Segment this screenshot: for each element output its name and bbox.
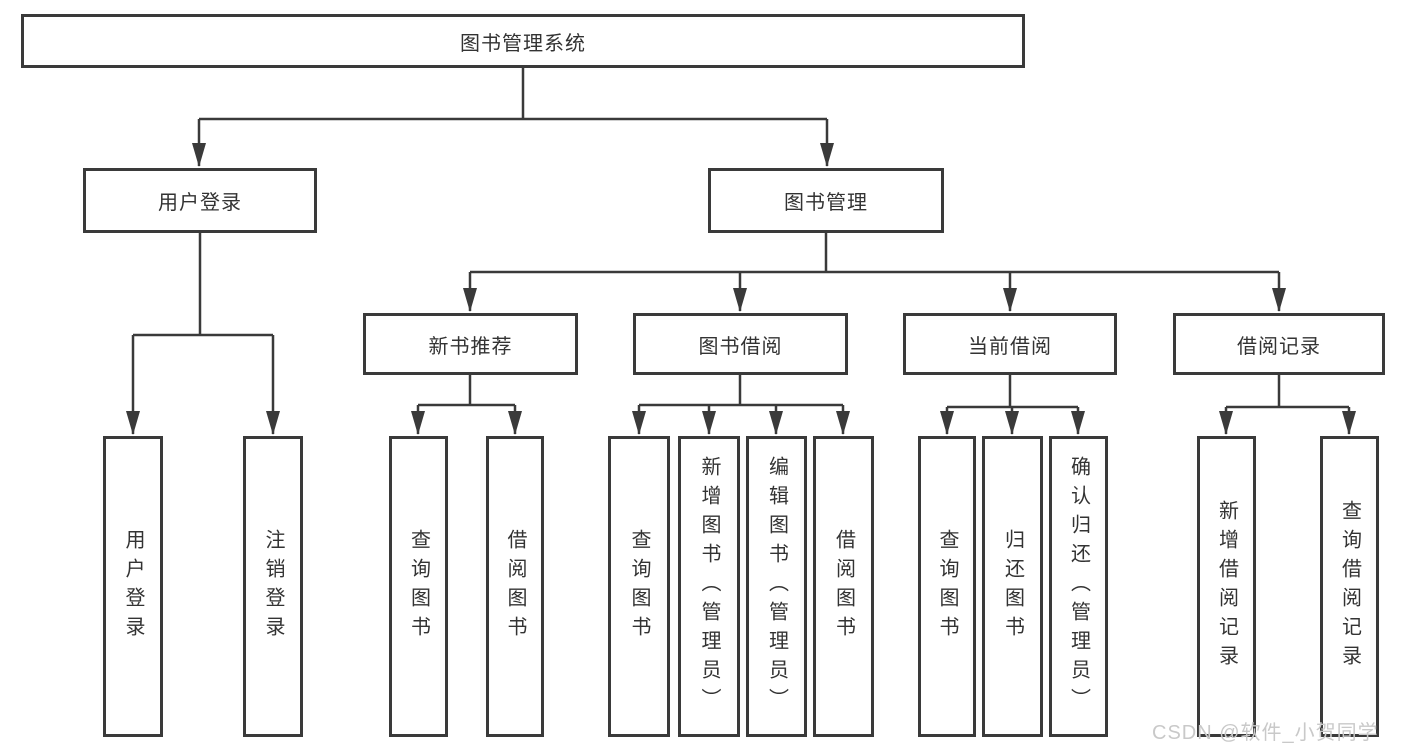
node-user-login: 用户登录 (83, 168, 317, 233)
leaf-logout: 注销登录 (243, 436, 303, 737)
leaf-confirm-return-admin: 确认归还（管理员） (1049, 436, 1108, 737)
leaf-edit-book-admin: 编辑图书（管理员） (746, 436, 807, 737)
leaf-query-book-current: 查询图书 (918, 436, 976, 737)
node-borrow-records: 借阅记录 (1173, 313, 1385, 375)
leaf-add-borrow-record: 新增借阅记录 (1197, 436, 1256, 737)
node-book-borrow: 图书借阅 (633, 313, 848, 375)
leaf-user-login: 用户登录 (103, 436, 163, 737)
node-book-management: 图书管理 (708, 168, 944, 233)
node-root: 图书管理系统 (21, 14, 1025, 68)
leaf-query-borrow-record: 查询借阅记录 (1320, 436, 1379, 737)
leaf-query-book-recommend: 查询图书 (389, 436, 448, 737)
leaf-return-book: 归还图书 (982, 436, 1043, 737)
leaf-query-book-borrow: 查询图书 (608, 436, 670, 737)
csdn-watermark: CSDN @软件_小贺同学 (1152, 722, 1379, 744)
leaf-add-book-admin: 新增图书（管理员） (678, 436, 740, 737)
leaf-borrow-book: 借阅图书 (813, 436, 874, 737)
node-new-book-recommend: 新书推荐 (363, 313, 578, 375)
leaf-borrow-book-recommend: 借阅图书 (486, 436, 544, 737)
node-current-borrow: 当前借阅 (903, 313, 1117, 375)
